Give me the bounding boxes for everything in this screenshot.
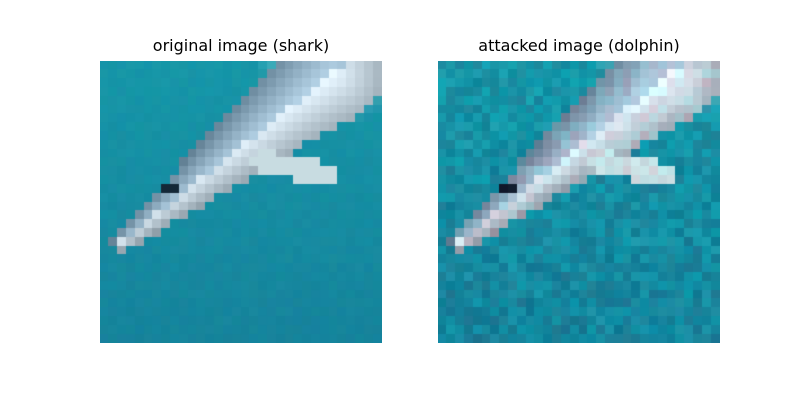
original-shark-image <box>100 61 382 343</box>
original-image-title: original image (shark) <box>152 36 330 55</box>
attacked-image-title: attacked image (dolphin) <box>478 36 680 55</box>
attacked-dolphin-image <box>438 61 720 343</box>
